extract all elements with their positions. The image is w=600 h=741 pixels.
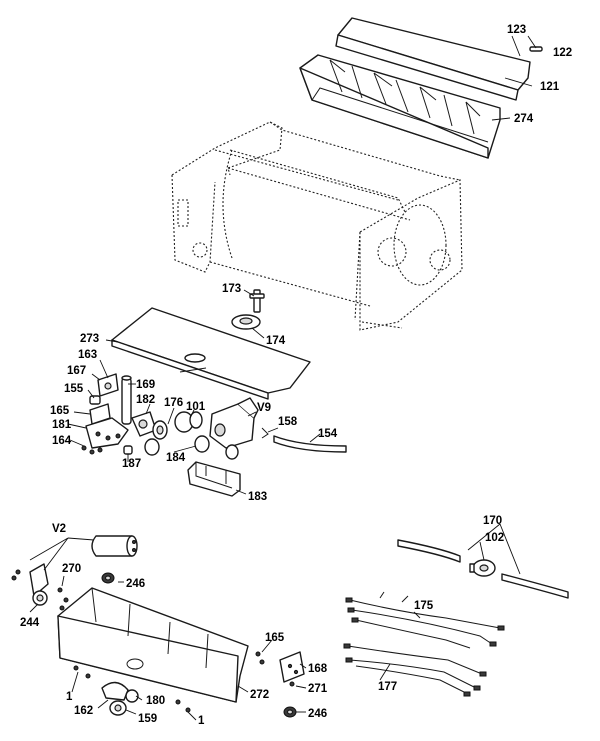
callout-163: 163	[78, 349, 97, 361]
base-tray-272	[57, 587, 249, 703]
callout-173: 173	[222, 283, 241, 295]
callout-167: 167	[67, 365, 86, 377]
callout-1a: 1	[66, 691, 73, 703]
callout-184: 184	[166, 452, 186, 464]
callout-121: 121	[540, 81, 560, 93]
callout-177: 177	[378, 681, 397, 693]
callout-181: 181	[52, 419, 72, 431]
cap-174	[231, 314, 261, 330]
callout-labels: 123 122 121 274 173 174 273 163 167 169 …	[20, 24, 572, 727]
pump-V9	[209, 397, 259, 449]
knob-159	[109, 700, 127, 716]
callout-165b: 165	[265, 632, 285, 644]
harness-177	[343, 643, 487, 697]
bracket-163-167	[97, 373, 119, 397]
capacitor-V2	[91, 535, 138, 557]
screw-271	[289, 681, 295, 687]
callout-183: 183	[248, 491, 267, 503]
plate-168	[279, 651, 305, 683]
callout-V2: V2	[52, 523, 66, 535]
hose-170	[397, 539, 569, 599]
ring-184	[144, 435, 239, 460]
callout-246a: 246	[126, 578, 145, 590]
callout-175: 175	[414, 600, 434, 612]
callout-274: 274	[514, 113, 534, 125]
fitting-155	[89, 395, 101, 405]
callout-170: 170	[483, 515, 502, 527]
bracket-162	[101, 681, 129, 701]
callout-165a: 165	[50, 405, 70, 417]
manifold-181	[85, 417, 129, 449]
callout-158: 158	[278, 416, 298, 428]
callout-159: 159	[138, 713, 157, 725]
callout-272: 272	[250, 689, 269, 701]
coupling-101	[174, 411, 203, 433]
tray-274	[299, 54, 501, 159]
callout-273: 273	[80, 333, 99, 345]
lid-121	[335, 17, 531, 101]
grommet-246a	[101, 572, 115, 584]
fitting-187	[123, 445, 133, 455]
grommet-246b	[283, 706, 297, 718]
callout-155: 155	[64, 383, 84, 395]
tube-169	[121, 375, 132, 425]
key-173	[249, 289, 265, 313]
screw-left	[11, 569, 21, 581]
screws-270	[57, 587, 69, 611]
screws-1	[73, 665, 191, 713]
callout-162: 162	[74, 705, 93, 717]
harness-175	[345, 591, 505, 649]
bracket-183	[187, 461, 241, 497]
seal-180	[125, 689, 139, 703]
callout-244: 244	[20, 617, 40, 629]
screws-165b	[255, 651, 265, 665]
callout-182: 182	[136, 394, 155, 406]
valve-182	[131, 411, 157, 437]
callout-271: 271	[308, 683, 328, 695]
callout-102: 102	[485, 532, 504, 544]
clip-158	[261, 427, 269, 439]
screws-164	[81, 445, 103, 455]
leader-lines	[29, 35, 537, 721]
callout-270: 270	[62, 563, 81, 575]
callout-164: 164	[52, 435, 72, 447]
hose-154	[273, 435, 347, 453]
callout-169: 169	[136, 379, 155, 391]
plate-273	[111, 307, 311, 400]
drum-housing	[171, 121, 463, 331]
callout-154: 154	[318, 428, 338, 440]
callout-V9: V9	[257, 402, 271, 414]
pressure-switch-102	[469, 559, 496, 577]
callout-123: 123	[507, 24, 526, 36]
callout-168: 168	[308, 663, 328, 675]
seal-176	[152, 420, 168, 440]
callout-122: 122	[553, 47, 572, 59]
callout-176: 176	[164, 397, 183, 409]
callout-187: 187	[122, 458, 141, 470]
callout-180: 180	[146, 695, 165, 707]
pin-122	[529, 46, 543, 52]
callout-1b: 1	[198, 715, 205, 727]
switch-244	[29, 563, 49, 606]
callout-101: 101	[186, 401, 206, 413]
callout-174: 174	[266, 335, 286, 347]
callout-246b: 246	[308, 708, 327, 720]
